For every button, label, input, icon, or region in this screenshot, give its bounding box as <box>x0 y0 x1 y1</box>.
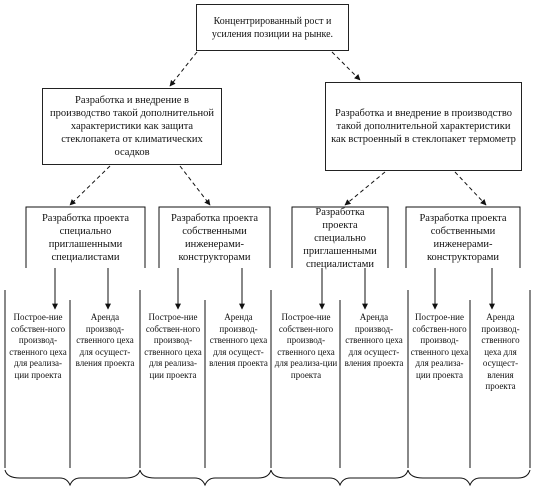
arrow-branch-2-to-sub-4 <box>454 171 487 206</box>
root-node: Концентрированный рост и усиления позици… <box>196 4 349 51</box>
option-1-2: Аренда производ-ственного цеха для осуще… <box>72 312 138 370</box>
branch-node-2: Разработка и внедрение в производство та… <box>325 82 522 171</box>
option-3-2-text: Аренда производ-ственного цеха для осуще… <box>344 312 404 368</box>
arrow-branch-1-to-sub-1 <box>69 165 111 206</box>
sub-box-2-frame <box>158 206 271 268</box>
sub-node-3-text: Разработка проекта специально приглашенн… <box>303 206 377 270</box>
option-4-2: Аренда производ-ственного цеха для осуще… <box>472 312 529 393</box>
option-4-2-text: Аренда производ-ственного цеха для осуще… <box>481 312 520 391</box>
sub-node-4-text: Разработка проекта собственными инженера… <box>419 213 507 263</box>
sub-box-3-frame <box>291 206 389 268</box>
sub-node-4: Разработка проекта собственными инженера… <box>407 208 519 268</box>
sub-node-2-text: Разработка проекта собственными инженера… <box>170 213 259 263</box>
branch-node-2-text: Разработка и внедрение в производство та… <box>331 108 516 145</box>
arrow-branch-2-to-sub-3 <box>344 171 386 206</box>
sub-node-1-text: Разработка проекта специально приглашенн… <box>41 213 130 263</box>
branch-node-1-text: Разработка и внедрение в производство та… <box>49 95 215 158</box>
option-4-1: Построе-ние собствен-ного производ-ствен… <box>410 312 469 381</box>
sub-box-1-frame <box>25 206 146 268</box>
option-3-1: Построе-ние собствен-ного производ-ствен… <box>273 312 339 381</box>
option-1-1: Построе-ние собствен-ного производ-ствен… <box>7 312 69 381</box>
root-node-text: Концентрированный рост и усиления позици… <box>211 15 334 40</box>
arrow-root-to-branch-1 <box>169 51 198 87</box>
option-1-2-text: Аренда производ-ственного цеха для осуще… <box>75 312 135 368</box>
option-2-2: Аренда производ-ственного цеха для осуще… <box>207 312 270 370</box>
sub-node-3: Разработка проекта специально приглашенн… <box>293 206 387 270</box>
arrow-branch-1-to-sub-2 <box>179 165 211 206</box>
group-braces <box>4 469 531 487</box>
option-2-2-text: Аренда производ-ственного цеха для осуще… <box>209 312 268 368</box>
option-3-1-text: Построе-ние собствен-ного производ-ствен… <box>274 312 338 380</box>
sub-node-1: Разработка проекта специально приглашенн… <box>27 208 144 268</box>
branch-node-1: Разработка и внедрение в производство та… <box>42 88 222 165</box>
option-1-1-text: Построе-ние собствен-ного производ-ствен… <box>9 312 67 380</box>
arrow-root-to-branch-2 <box>331 51 361 81</box>
sub-box-4-frame <box>405 206 521 268</box>
option-4-1-text: Построе-ние собствен-ного производ-ствен… <box>410 312 469 380</box>
option-2-1-text: Построе-ние собствен-ного производ-ствен… <box>144 312 202 380</box>
column-dividers <box>4 290 531 468</box>
sub-node-2: Разработка проекта собственными инженера… <box>160 208 269 268</box>
option-3-2: Аренда производ-ственного цеха для осуще… <box>342 312 406 370</box>
option-2-1: Построе-ние собствен-ного производ-ствен… <box>142 312 204 381</box>
